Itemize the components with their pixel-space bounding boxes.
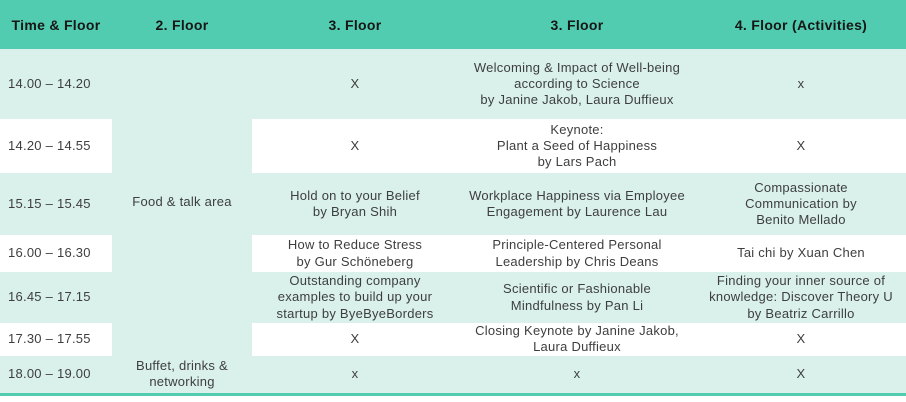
schedule-cell: Keynote: Plant a Seed of Happiness by La…: [458, 119, 696, 173]
schedule-cell: Principle-Centered Personal Leadership b…: [458, 235, 696, 272]
table-row: 15.15 – 15.45 Hold on to your Belief by …: [0, 173, 906, 235]
header-floor-3b: 3. Floor: [458, 0, 696, 49]
schedule-cell: Closing Keynote by Janine Jakob, Laura D…: [458, 323, 696, 356]
schedule-cell: X: [252, 49, 458, 119]
schedule-cell: Scientific or Fashionable Mindfulness by…: [458, 272, 696, 323]
time-cell: 17.30 – 17.55: [0, 323, 112, 356]
table-row: 18.00 – 19.00 Buffet, drinks & networkin…: [0, 355, 906, 393]
schedule-cell: Outstanding company examples to build up…: [252, 272, 458, 323]
schedule-cell: x: [696, 49, 906, 119]
schedule-cell: x: [252, 355, 458, 393]
schedule-cell: X: [696, 119, 906, 173]
schedule-cell: How to Reduce Stress by Gur Schöneberg: [252, 235, 458, 272]
table-row: 16.00 – 16.30 How to Reduce Stress by Gu…: [0, 235, 906, 272]
time-cell: 15.15 – 15.45: [0, 173, 112, 235]
header-floor-2: 2. Floor: [112, 0, 252, 49]
schedule-cell: X: [252, 119, 458, 173]
table-row: 16.45 – 17.15 Outstanding company exampl…: [0, 272, 906, 323]
table-row: 17.30 – 17.55 X Closing Keynote by Janin…: [0, 323, 906, 356]
floor2-merged-cell: Food & talk area: [112, 49, 252, 356]
time-cell: 14.20 – 14.55: [0, 119, 112, 173]
schedule-cell: Finding your inner source of knowledge: …: [696, 272, 906, 323]
schedule-cell: Compassionate Communication by Benito Me…: [696, 173, 906, 235]
schedule-cell: X: [696, 323, 906, 356]
schedule-table: Time & Floor 2. Floor 3. Floor 3. Floor …: [0, 0, 906, 393]
time-cell: 16.00 – 16.30: [0, 235, 112, 272]
bottom-divider: [0, 392, 906, 396]
header-floor-4-activities: 4. Floor (Activities): [696, 0, 906, 49]
header-time-floor: Time & Floor: [0, 0, 112, 49]
schedule-cell: Workplace Happiness via Employee Engagem…: [458, 173, 696, 235]
table-row: 14.20 – 14.55 X Keynote: Plant a Seed of…: [0, 119, 906, 173]
table-row: 14.00 – 14.20 Food & talk area X Welcomi…: [0, 49, 906, 356]
header-row: Time & Floor 2. Floor 3. Floor 3. Floor …: [0, 0, 906, 49]
time-cell: 18.00 – 19.00: [0, 355, 112, 393]
time-cell: 14.00 – 14.20: [0, 49, 112, 119]
schedule-cell: X: [252, 323, 458, 356]
schedule-cell: x: [458, 355, 696, 393]
time-cell: 16.45 – 17.15: [0, 272, 112, 323]
header-floor-3a: 3. Floor: [252, 0, 458, 49]
floor2-last-cell: Buffet, drinks & networking: [112, 355, 252, 393]
schedule-cell: Tai chi by Xuan Chen: [696, 235, 906, 272]
schedule-cell: X: [696, 355, 906, 393]
schedule-cell: Welcoming & Impact of Well-being accordi…: [458, 49, 696, 119]
schedule-cell: Hold on to your Belief by Bryan Shih: [252, 173, 458, 235]
